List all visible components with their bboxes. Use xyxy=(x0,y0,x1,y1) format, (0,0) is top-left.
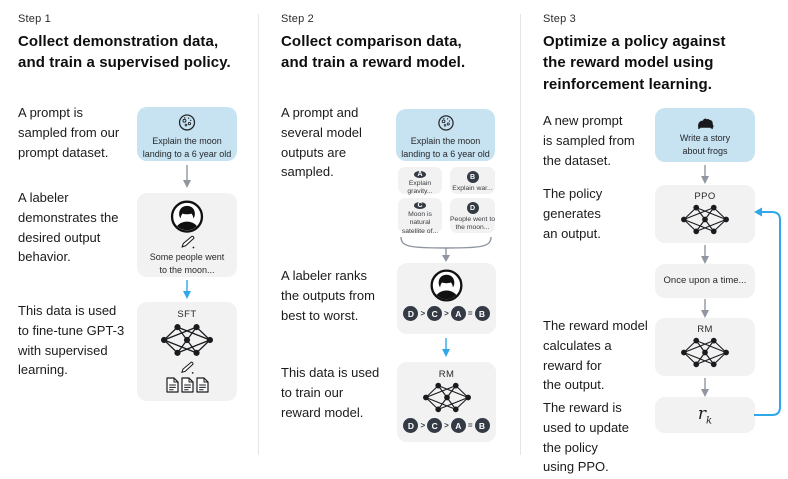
arrow-down-blue-icon xyxy=(442,338,450,357)
option-card-a: A Explain gravity... xyxy=(398,167,442,196)
option-chip: D xyxy=(466,202,479,214)
step2-labeler-box: D > C > A = B xyxy=(397,263,496,334)
step2-prompt-box: Explain the moon landing to a 6 year old xyxy=(396,109,495,161)
moon-icon xyxy=(178,114,196,131)
documents-icon xyxy=(165,377,209,393)
step3-output-text: Once upon a time... xyxy=(663,275,747,287)
ppo-label: PPO xyxy=(694,191,716,202)
moon-icon xyxy=(437,115,454,131)
rank-chip: B xyxy=(474,418,490,433)
neural-network-icon xyxy=(681,204,729,235)
step1-paragraph-labeler: A labeler demonstrates the desired outpu… xyxy=(18,190,119,265)
rank-chip: D xyxy=(403,418,419,433)
pencil-icon xyxy=(181,361,194,374)
step3-paragraph-rm: The reward model calculates a reward for… xyxy=(543,318,648,393)
rank-separator: > xyxy=(420,309,426,318)
rank-chip: A xyxy=(450,418,466,433)
option-card-b: B Explain war... xyxy=(450,167,495,194)
arrow-down-icon xyxy=(183,165,191,188)
step3-paragraph-update: The reward is used to update the policy … xyxy=(543,400,630,475)
rm-label: RM xyxy=(438,369,455,380)
step3-label: Step 3 xyxy=(543,13,577,25)
step1-heading: Collect demonstration data, and train a … xyxy=(18,33,231,72)
rm-label: RM xyxy=(697,324,713,335)
column-divider-2 xyxy=(520,14,521,455)
step2-rm-model-box: RM D > C > A = B xyxy=(397,362,496,442)
step2-heading: Collect comparison data, and train a rew… xyxy=(281,33,466,72)
arrow-down-blue-icon xyxy=(183,280,191,299)
rank-chip: C xyxy=(427,418,443,433)
option-card-c: C Moon is natural satellite of... xyxy=(398,198,442,235)
option-chip: B xyxy=(466,171,479,183)
rank-chip: D xyxy=(403,306,419,321)
arrow-down-icon xyxy=(701,165,709,184)
step3-prompt-box: Write a story about frogs xyxy=(655,108,755,162)
option-chip: C xyxy=(414,202,426,209)
step2-label: Step 2 xyxy=(281,13,315,25)
neural-network-icon xyxy=(681,337,729,368)
step2-paragraph-ranks: A labeler ranks the outputs from best to… xyxy=(281,268,375,323)
step1-prompt-text: Explain the moon landing to a 6 year old xyxy=(142,135,232,159)
option-text: Moon is natural satellite of... xyxy=(401,211,439,235)
rank-separator: > xyxy=(420,421,426,430)
rank-chip: B xyxy=(474,306,490,321)
option-card-d: D People went to the moon... xyxy=(450,198,495,233)
brace-arrow-icon xyxy=(400,236,492,262)
arrow-down-icon xyxy=(701,245,709,264)
arrow-down-icon xyxy=(701,378,709,397)
rank-separator: = xyxy=(467,421,473,430)
ranking-row: D > C > A = B xyxy=(403,306,490,321)
rank-chip: C xyxy=(427,306,443,321)
rank-separator: > xyxy=(444,309,449,318)
option-text: People went to the moon... xyxy=(450,216,495,232)
person-icon xyxy=(430,269,463,302)
step3-rm-model-box: RM xyxy=(655,318,755,376)
reward-symbol: rk xyxy=(697,403,713,427)
step1-sft-model-box: SFT xyxy=(137,302,237,401)
step3-reward-box: rk xyxy=(655,397,755,433)
neural-network-icon xyxy=(422,382,471,413)
neural-network-icon xyxy=(160,324,214,356)
ranking-row: D > C > A = B xyxy=(403,418,490,433)
rank-chip: A xyxy=(450,306,466,321)
person-icon xyxy=(170,200,204,233)
option-text: Explain war... xyxy=(452,185,493,192)
option-chip: A xyxy=(414,171,426,178)
step2-paragraph-reward: This data is used to train our reward mo… xyxy=(281,365,380,420)
step1-labeler-box: Some people went to the moon... xyxy=(137,193,237,277)
column-divider-1 xyxy=(258,14,259,455)
step1-label: Step 1 xyxy=(18,13,52,25)
pencil-icon xyxy=(180,235,194,249)
step1-labeler-text: Some people went to the moon... xyxy=(149,251,225,275)
feedback-loop-arrow-icon xyxy=(754,207,781,416)
option-text: Explain gravity... xyxy=(407,180,433,196)
arrow-down-icon xyxy=(701,299,709,318)
step3-ppo-policy-box: PPO xyxy=(655,185,755,243)
step3-prompt-text: Write a story about frogs xyxy=(679,133,731,157)
step3-heading: Optimize a policy against the reward mod… xyxy=(543,33,726,93)
step1-paragraph-prompt: A prompt is sampled from our prompt data… xyxy=(18,105,120,160)
rank-separator: > xyxy=(444,421,449,430)
step3-output-box: Once upon a time... xyxy=(655,264,755,298)
sft-label: SFT xyxy=(177,309,197,320)
frog-icon xyxy=(697,118,713,129)
rank-separator: = xyxy=(467,309,473,318)
step3-paragraph-policy: The policy generates an output. xyxy=(543,186,603,241)
step1-prompt-box: Explain the moon landing to a 6 year old xyxy=(137,107,237,161)
step1-paragraph-finetune: This data is used to fine-tune GPT-3 wit… xyxy=(18,303,125,378)
step2-prompt-text: Explain the moon landing to a 6 year old xyxy=(401,135,490,159)
step3-paragraph-prompt: A new prompt is sampled from the dataset… xyxy=(543,113,635,168)
step2-paragraph-sampled: A prompt and several model outputs are s… xyxy=(281,105,362,180)
